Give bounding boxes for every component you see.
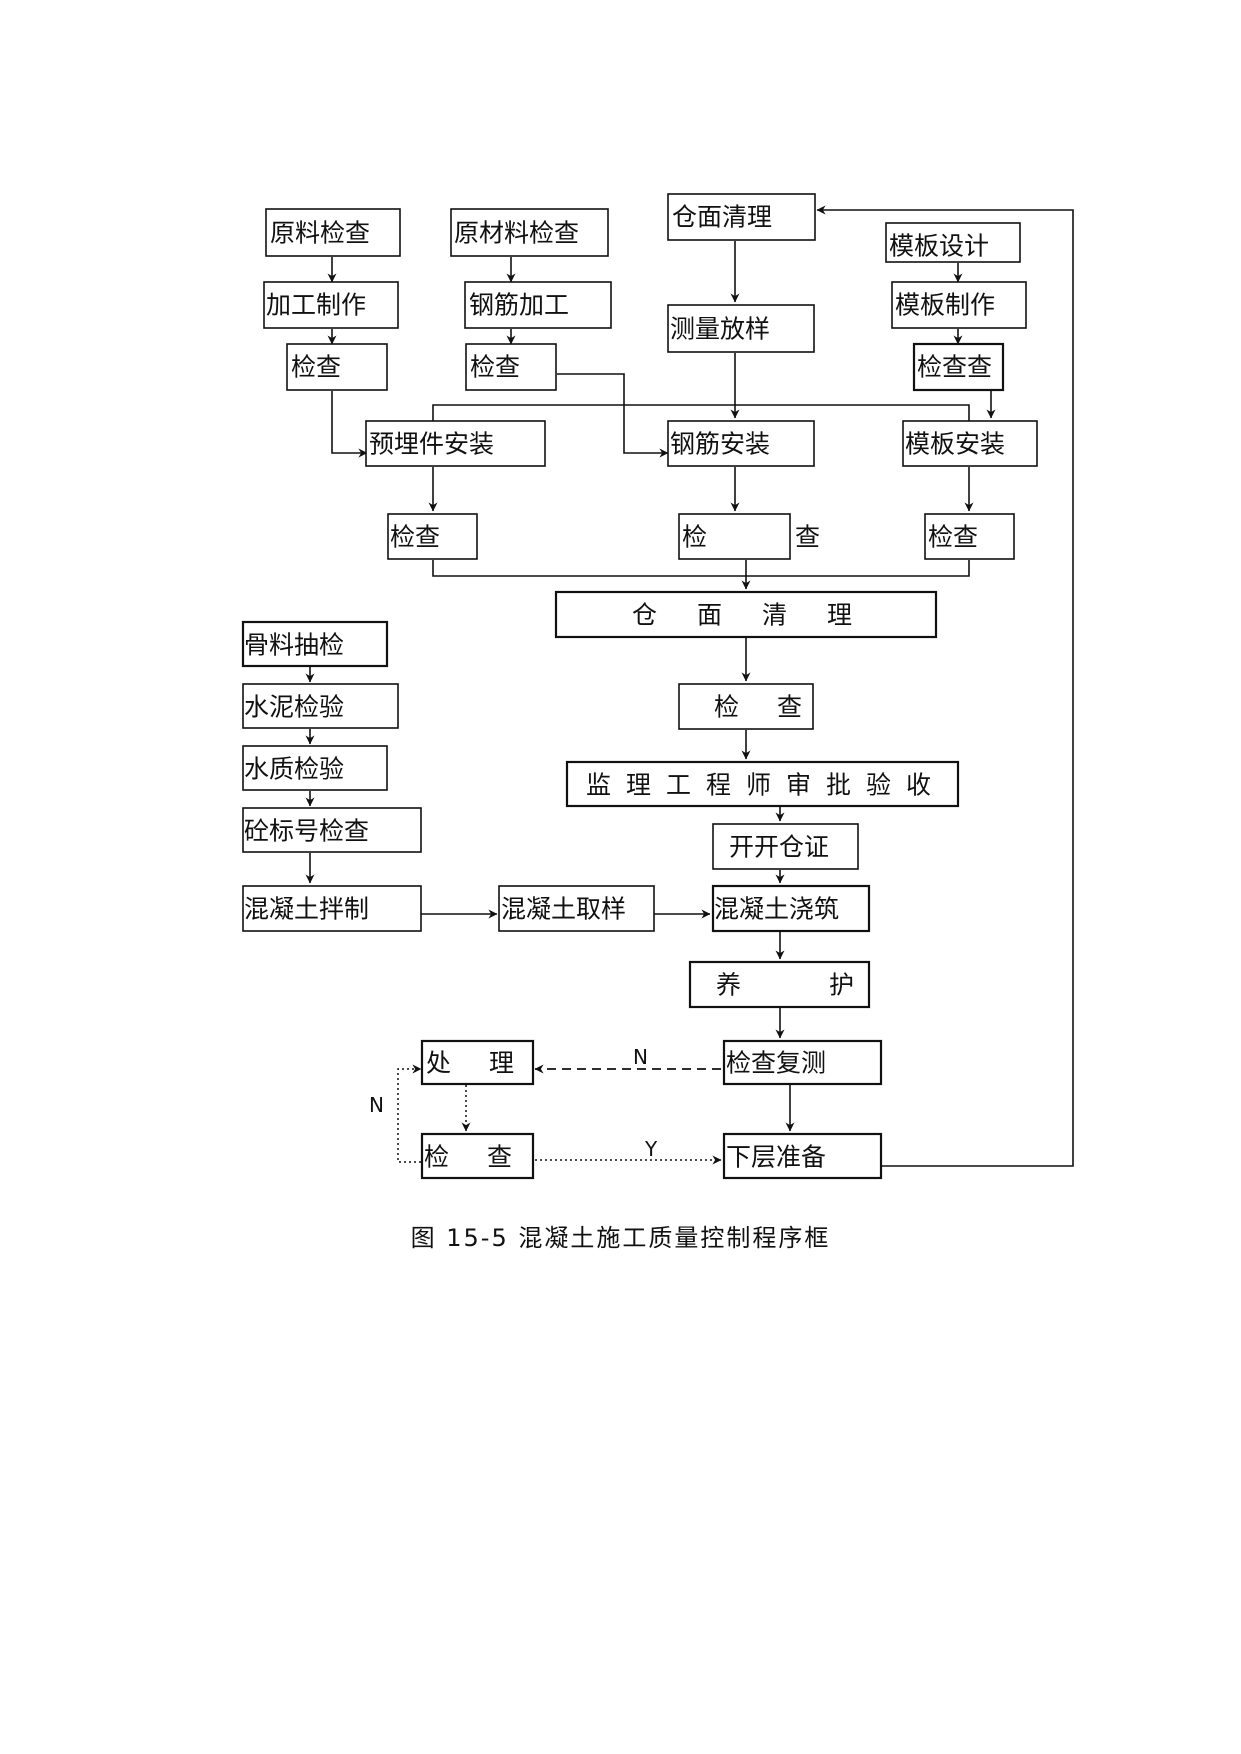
node-next-layer: 下层准备 xyxy=(722,1132,883,1180)
node-open-bay-permit: 开开仓证 xyxy=(712,823,859,870)
node-raw-check: 原料检查 xyxy=(265,208,401,257)
svg-text:混凝土拌制: 混凝土拌制 xyxy=(244,895,369,924)
svg-text:模板安装: 模板安装 xyxy=(905,430,1005,459)
node-treatment: 处 理 xyxy=(420,1039,535,1086)
edge-merge-bar xyxy=(432,560,970,577)
edge-check-to-embedded xyxy=(331,391,368,458)
edge-distribution-bar xyxy=(432,404,970,421)
svg-text:砼标号检查: 砼标号检查 xyxy=(244,817,369,846)
node-concrete-mixing: 混凝土拌制 xyxy=(242,885,422,932)
node-rebar-processing: 钢筋加工 xyxy=(464,281,612,329)
node-embedded-install: 预埋件安装 xyxy=(365,420,546,467)
node-cement-test: 水泥检验 xyxy=(242,683,399,729)
svg-text:检查复测: 检查复测 xyxy=(726,1049,826,1078)
edge-check-to-rebar-install xyxy=(557,373,669,458)
svg-text:检 查: 检 查 xyxy=(424,1143,527,1172)
svg-text:检查: 检查 xyxy=(291,353,341,382)
node-concrete-pouring: 混凝土浇筑 xyxy=(711,884,871,933)
node-curing: 养 护 xyxy=(688,960,894,1009)
svg-text:检 查: 检 查 xyxy=(714,693,817,722)
svg-text:检查: 检查 xyxy=(928,523,978,552)
node-survey-layout: 测量放样 xyxy=(667,304,815,353)
node-check-f: 检查 xyxy=(924,513,1015,560)
svg-text:检 查: 检 查 xyxy=(682,523,860,552)
svg-text:骨料抽检: 骨料抽检 xyxy=(244,631,344,660)
node-check-g: 检 查 xyxy=(678,683,817,730)
svg-text:监理工程师审批验收: 监理工程师审批验收 xyxy=(586,771,946,800)
node-recheck: 检查复测 xyxy=(722,1039,883,1086)
svg-text:处 理: 处 理 xyxy=(426,1049,529,1078)
node-check-h: 检 查 xyxy=(420,1132,535,1180)
node-formwork-design: 模板设计 xyxy=(885,222,1021,263)
node-aggregate-sampling: 骨料抽检 xyxy=(241,620,389,668)
svg-text:水质检验: 水质检验 xyxy=(244,755,344,784)
connectors xyxy=(305,205,1074,1167)
svg-text:模板制作: 模板制作 xyxy=(895,291,995,320)
node-concrete-sampling: 混凝土取样 xyxy=(498,885,655,932)
edge-return-next-layer-to-bay-clean xyxy=(816,205,1074,1167)
svg-text:检查查: 检查查 xyxy=(917,353,992,382)
svg-text:养 护: 养 护 xyxy=(716,971,894,1000)
svg-text:检查: 检查 xyxy=(390,523,440,552)
node-processing: 加工制作 xyxy=(263,281,399,329)
svg-text:检查: 检查 xyxy=(470,353,520,382)
svg-text:模板设计: 模板设计 xyxy=(889,232,989,261)
edge-label-accept: Y xyxy=(644,1137,658,1161)
svg-text:混凝土取样: 混凝土取样 xyxy=(501,895,626,924)
edge-check-back-to-treatment xyxy=(397,1064,422,1163)
node-rebar-install: 钢筋安装 xyxy=(667,420,815,467)
edge-label-reject-loop: N xyxy=(369,1093,384,1117)
svg-text:加工制作: 加工制作 xyxy=(266,291,366,320)
node-check-e: 检 查 xyxy=(678,513,860,560)
svg-text:钢筋安装: 钢筋安装 xyxy=(670,430,770,459)
figure-caption: 图 15-5 混凝土施工质量控制程序框 xyxy=(410,1224,831,1252)
node-bay-clean-top: 仓面清理 xyxy=(667,193,816,241)
svg-text:下层准备: 下层准备 xyxy=(726,1143,826,1172)
node-check-c: 检查查 xyxy=(912,342,1005,392)
svg-text:测量放样: 测量放样 xyxy=(670,315,770,344)
svg-text:混凝土浇筑: 混凝土浇筑 xyxy=(714,895,839,924)
svg-text:仓面清理: 仓面清理 xyxy=(672,203,772,232)
svg-text:预埋件安装: 预埋件安装 xyxy=(369,430,494,459)
node-grade-check: 砼标号检查 xyxy=(242,807,422,853)
svg-text:开开仓证: 开开仓证 xyxy=(729,833,829,862)
node-formwork-make: 模板制作 xyxy=(891,281,1027,329)
svg-text:钢筋加工: 钢筋加工 xyxy=(469,291,569,320)
node-bay-clean-main: 仓面清理 xyxy=(554,590,938,639)
node-material-check: 原材料检查 xyxy=(450,208,609,257)
node-engineer-approval: 监理工程师审批验收 xyxy=(565,760,960,808)
node-check-b: 检查 xyxy=(465,343,557,391)
svg-text:仓面清理: 仓面清理 xyxy=(632,601,892,630)
edge-label-reject-main: N xyxy=(633,1045,648,1069)
node-formwork-install: 模板安装 xyxy=(902,420,1038,467)
node-check-d: 检查 xyxy=(387,513,478,560)
node-check-a: 检查 xyxy=(286,343,388,391)
node-water-test: 水质检验 xyxy=(242,745,388,791)
svg-text:原料检查: 原料检查 xyxy=(270,219,370,248)
svg-text:原材料检查: 原材料检查 xyxy=(454,219,579,248)
svg-text:水泥检验: 水泥检验 xyxy=(244,693,344,722)
